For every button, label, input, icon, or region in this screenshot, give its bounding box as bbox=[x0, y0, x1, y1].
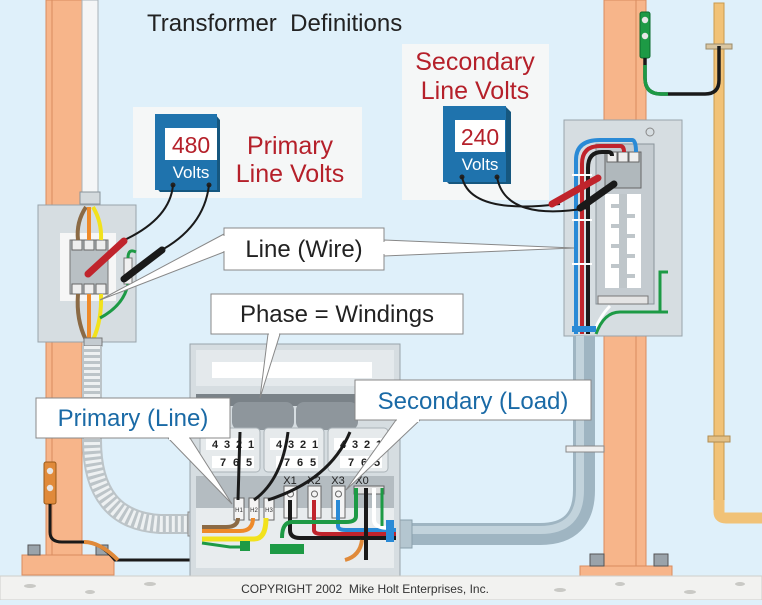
black-probe bbox=[120, 246, 166, 283]
tap-label: 6 bbox=[297, 457, 303, 469]
callout-secondary-load-text: Secondary (Load) bbox=[378, 388, 569, 415]
tap-label: 2 bbox=[364, 439, 370, 451]
tap-label: 1 bbox=[312, 439, 318, 451]
tap-label: 3 bbox=[224, 439, 230, 451]
secondary-volts-panel: Secondary Line Volts 240 Volts bbox=[402, 44, 549, 200]
copyright-notice: COPYRIGHT 2002 Mike Holt Enterprises, In… bbox=[241, 582, 489, 596]
red-probe bbox=[84, 237, 128, 278]
secondary-volts-value: 240 bbox=[461, 124, 499, 150]
primary-terminal-block: H1 H2 H3 bbox=[233, 497, 275, 521]
rigid-conduit bbox=[397, 336, 605, 549]
secondary-terminal-label: X3 bbox=[331, 475, 344, 487]
secondary-volts-unit: Volts bbox=[462, 155, 499, 174]
diagram-title: Transformer Definitions bbox=[147, 10, 402, 37]
tap-label: 1 bbox=[248, 439, 254, 451]
primary-terminal-label: H3 bbox=[265, 508, 273, 514]
callout-line-wire: Line (Wire) bbox=[99, 227, 575, 301]
tap-label: 5 bbox=[310, 457, 316, 469]
callout-phase-windings: Phase = Windings bbox=[210, 293, 464, 399]
secondary-label-line2: Line Volts bbox=[421, 77, 529, 105]
primary-terminal-label: H1 bbox=[235, 508, 243, 514]
primary-test-leads bbox=[84, 184, 210, 283]
primary-volts-unit: Volts bbox=[173, 163, 210, 182]
callout-phase-windings-text: Phase = Windings bbox=[240, 301, 434, 328]
left-conduit bbox=[79, 0, 101, 209]
callout-primary-line: Primary (Line) bbox=[35, 397, 233, 505]
primary-label-line2: Line Volts bbox=[236, 160, 344, 188]
panelboard bbox=[563, 119, 683, 337]
concrete-floor: COPYRIGHT 2002 Mike Holt Enterprises, In… bbox=[0, 575, 762, 601]
primary-terminal-label: H2 bbox=[250, 508, 258, 514]
secondary-test-leads bbox=[461, 174, 618, 213]
tap-label: 7 bbox=[284, 457, 290, 469]
red-probe bbox=[548, 174, 602, 208]
tap-label: 5 bbox=[246, 457, 252, 469]
primary-label-line1: Primary bbox=[247, 132, 334, 160]
callout-line-wire-text: Line (Wire) bbox=[245, 236, 362, 263]
tap-label: 3 bbox=[288, 439, 294, 451]
callout-primary-line-text: Primary (Line) bbox=[58, 405, 209, 432]
tap-label: 6 bbox=[233, 457, 239, 469]
primary-voltmeter: 480 Volts bbox=[155, 114, 220, 192]
primary-volts-panel: 480 Volts Primary Line Volts bbox=[133, 107, 362, 198]
tap-label: 4 bbox=[276, 439, 283, 451]
primary-terminal-h3 bbox=[263, 497, 275, 521]
tap-label: 7 bbox=[348, 457, 354, 469]
tap-label: 6 bbox=[361, 457, 367, 469]
terminal-screw-icon bbox=[335, 490, 342, 498]
tap-label: 4 bbox=[212, 439, 219, 451]
grounding-electrode-conductor bbox=[639, 11, 721, 96]
callout-secondary-load: Secondary (Load) bbox=[345, 379, 592, 491]
winding-tap-board-2 bbox=[263, 427, 325, 473]
secondary-terminal-label: X1 bbox=[283, 475, 296, 487]
secondary-label-line1: Secondary bbox=[415, 48, 535, 76]
tap-label: 3 bbox=[352, 439, 358, 451]
tap-label: 7 bbox=[220, 457, 226, 469]
terminal-screw-icon bbox=[311, 490, 318, 498]
winding-tap-board-3 bbox=[327, 427, 389, 473]
tap-label: 2 bbox=[300, 439, 306, 451]
neutral-bar-x0 bbox=[353, 485, 385, 495]
black-probe bbox=[576, 180, 618, 212]
winding-coils bbox=[232, 402, 358, 430]
tap-label: 5 bbox=[374, 457, 380, 469]
primary-volts-value: 480 bbox=[172, 132, 210, 158]
secondary-voltmeter: 240 Volts bbox=[443, 106, 511, 184]
